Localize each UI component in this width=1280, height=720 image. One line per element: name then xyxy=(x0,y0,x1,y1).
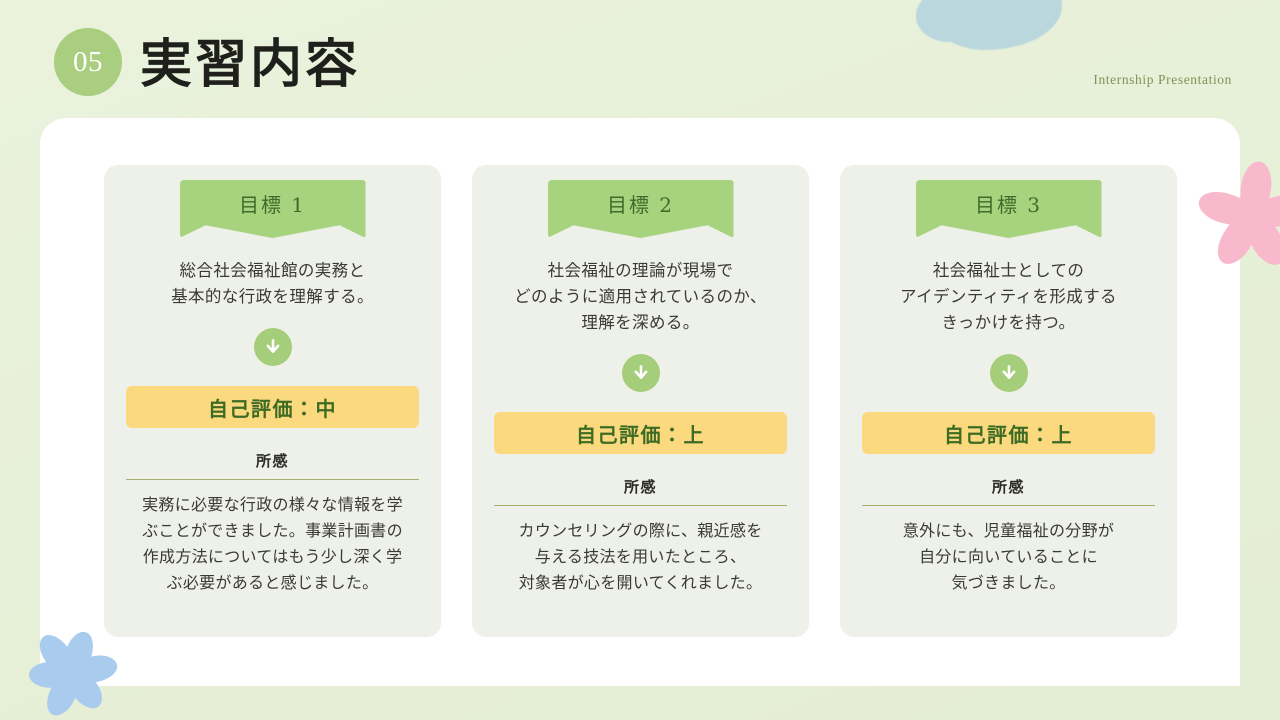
self-evaluation-badge: 自己評価：上 xyxy=(862,412,1155,455)
goal-card: 目標 2 社会福祉の理論が現場で どのように適用されているのか、 理解を深める。… xyxy=(472,165,809,637)
impression-text: 実務に必要な行政の様々な情報を学 ぶことができました。事業計画書の 作成方法につ… xyxy=(142,495,403,592)
ribbon-label: 目標 1 xyxy=(238,193,307,217)
impression-text: カウンセリングの際に、親近感を 与える技法を用いたところ、 対象者が心を開いてく… xyxy=(518,521,763,592)
impression-heading: 所感 xyxy=(991,478,1025,497)
goal-ribbon: 目標 3 xyxy=(915,180,1102,238)
goal-card-list: 目標 1 総合社会福祉館の実務と 基本的な行政を理解する。 自己評価：中 所感 … xyxy=(104,165,1178,637)
impression-heading: 所感 xyxy=(255,452,289,471)
goal-text: 総合社会福祉館の実務と 基本的な行政を理解する。 xyxy=(171,261,374,307)
ribbon-label: 目標 2 xyxy=(606,193,675,217)
goal-card: 目標 1 総合社会福祉館の実務と 基本的な行政を理解する。 自己評価：中 所感 … xyxy=(104,165,441,637)
impression-divider xyxy=(862,505,1155,507)
page-title: 実習内容 xyxy=(140,34,361,95)
impression-divider xyxy=(494,505,787,507)
goal-card: 目標 3 社会福祉士としての アイデンティティを形成する きっかけを持つ。 自己… xyxy=(840,165,1177,637)
ribbon-label: 目標 3 xyxy=(974,193,1043,217)
goal-ribbon: 目標 2 xyxy=(547,180,734,238)
arrow-down-icon xyxy=(253,328,292,367)
presentation-subtitle: Internship Presentation xyxy=(1093,72,1232,87)
self-evaluation-badge: 自己評価：中 xyxy=(126,386,419,429)
blue-flower-decoration xyxy=(24,628,120,720)
arrow-down-icon xyxy=(989,354,1028,393)
goal-text: 社会福祉士としての アイデンティティを形成する きっかけを持つ。 xyxy=(900,261,1117,333)
self-evaluation-badge: 自己評価：上 xyxy=(494,412,787,455)
section-number-label: 05 xyxy=(73,45,103,78)
blue-blob-decoration xyxy=(916,0,1062,50)
slide-header: 05 実習内容 Internship Presentation xyxy=(0,0,1280,118)
impression-text: 意外にも、児童福祉の分野が 自分に向いていることに 気づきました。 xyxy=(902,521,1115,592)
goal-text: 社会福祉の理論が現場で どのように適用されているのか、 理解を深める。 xyxy=(514,261,767,333)
arrow-down-icon xyxy=(621,354,660,393)
impression-heading: 所感 xyxy=(623,478,657,497)
impression-divider xyxy=(126,479,419,481)
goal-ribbon: 目標 1 xyxy=(179,180,366,238)
pink-flower-decoration xyxy=(1194,159,1280,272)
section-number-badge: 05 xyxy=(54,28,122,96)
